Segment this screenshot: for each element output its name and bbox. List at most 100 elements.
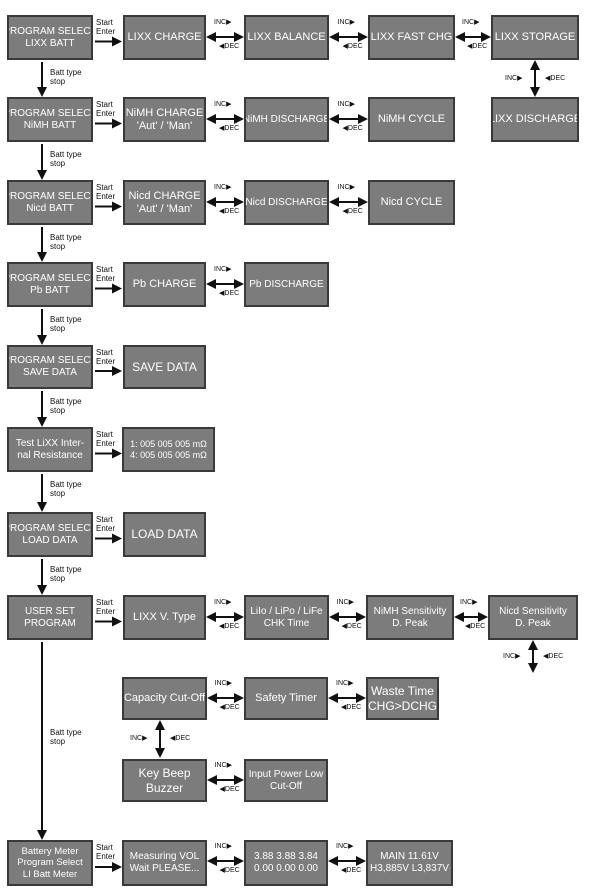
user-capacity-inc-label: INC▶ — [130, 735, 148, 742]
triangle-left-icon: ◀ — [342, 125, 348, 132]
program-select-user-line-2: PROGRAM — [24, 617, 76, 629]
pb-charge-line-1: Pb CHARGE — [132, 278, 197, 291]
user-mode-1: LIXX V. Type — [123, 595, 206, 640]
triangle-right-icon: ▶ — [226, 762, 232, 769]
meter-mode-1-line-1: Measuring VOL — [129, 851, 200, 863]
triangle-left-icon: ◀ — [465, 623, 471, 630]
triangle-left-icon: ◀ — [219, 867, 225, 874]
user-row3-2-line-2: Cut-Off — [269, 780, 303, 792]
nicd-mode-3: Nicd CYCLE — [368, 180, 455, 225]
user-row2-2-inc-label: INC▶ — [336, 680, 354, 687]
nimh-mode-1-line-1: NiMH CHARGE — [125, 106, 204, 119]
triangle-left-icon: ◀ — [342, 43, 348, 50]
user-nicd-inc-label: INC▶ — [503, 652, 521, 660]
user-1-inc-label: INC▶ — [214, 599, 232, 606]
triangle-right-icon: ▶ — [349, 101, 355, 108]
pb-discharge: Pb DISCHARGE — [244, 262, 329, 307]
lixx-2-dec-label: ◀DEC — [342, 43, 363, 50]
lixx-mode-4-line-1: LIXX STORAGE — [494, 31, 576, 44]
user-row3-1-line-1: Key Beep — [138, 766, 191, 781]
nimh-mode-2: NiMH DISCHARGE — [244, 97, 329, 142]
triangle-right-icon: ▶ — [226, 843, 232, 850]
program-select-save-line-1: PROGRAM SELECT — [7, 355, 93, 367]
lixx-mode-1-line-1: LIXX CHARGE — [127, 31, 202, 44]
program-select-nicd-line-1: PROGRAM SELECT — [7, 190, 93, 202]
nimh-mode-2-line-1: NiMH DISCHARGE — [244, 113, 329, 125]
triangle-left-icon: ◀ — [219, 786, 225, 793]
pb-1-dec-label: ◀DEC — [219, 290, 240, 297]
triangle-left-icon: ◀ — [341, 623, 347, 630]
nimh-1-dec-label: ◀DEC — [219, 125, 240, 132]
lixx-mode-3: LIXX FAST CHG — [368, 15, 455, 60]
program-select-nimh-line-1: PROGRAM SELECT — [7, 107, 93, 119]
triangle-left-icon: ◀ — [219, 623, 225, 630]
lixx-mode-2: LIXX BALANCE — [244, 15, 329, 60]
lixx-3-inc-label: INC▶ — [462, 19, 480, 26]
triangle-right-icon: ▶ — [348, 843, 354, 850]
meter-mode-3-line-1: MAIN 11.61V — [380, 851, 439, 863]
triangle-right-icon: ▶ — [517, 74, 523, 82]
triangle-left-icon: ◀ — [341, 867, 347, 874]
user-nicd-dec-label: ◀DEC — [543, 652, 564, 660]
program-select-nicd-line-2: Nicd BATT — [26, 202, 74, 214]
user-row3-1-inc-label: INC▶ — [214, 762, 232, 769]
program-select-save-line-2: SAVE DATA — [23, 367, 77, 378]
lixx-mode-4: LIXX STORAGE — [491, 15, 579, 60]
user-row2-1-inc-label: INC▶ — [214, 680, 232, 687]
triangle-right-icon: ▶ — [349, 19, 355, 26]
lixx-2-inc-label: INC▶ — [337, 19, 355, 26]
user-mode-1-line-1: LIXX V. Type — [133, 611, 196, 624]
program-select-meter-line-2: Program Select — [17, 857, 83, 869]
user-mode-2-line-2: CHK Time — [263, 617, 310, 629]
user-1-dec-label: ◀DEC — [219, 623, 240, 630]
meter-mode-1-line-2: Wait PLEASE... — [129, 863, 200, 874]
nimh-2-dec-label: ◀DEC — [342, 125, 363, 132]
nicd-mode-1-line-1: Nicd CHARGE — [128, 189, 201, 202]
program-select-meter-line-3: LI Batt Meter — [22, 868, 78, 880]
triangle-left-icon: ◀ — [219, 290, 225, 297]
triangle-left-icon: ◀ — [219, 208, 225, 215]
user-capacity-dec-label: ◀DEC — [170, 735, 191, 742]
user-row2-1: Capacity Cut-Off — [122, 677, 207, 720]
nicd-mode-1: Nicd CHARGE'Aut' / 'Man' — [123, 180, 206, 225]
user-row2-2-line-1: Safety Timer — [255, 692, 317, 705]
user-mode-4-line-1: Nicd Sensitivity — [499, 605, 567, 617]
resistance-readout-line-1: 1: 005 005 005 mΩ — [130, 438, 207, 449]
triangle-right-icon: ▶ — [348, 680, 354, 687]
meter-mode-2-line-2: 0.00 0.00 0.00 — [254, 863, 318, 874]
triangle-right-icon: ▶ — [472, 599, 478, 606]
program-select-pb-line-2: Pb BATT — [30, 284, 70, 296]
save-data-box-line-1: SAVE DATA — [132, 359, 197, 374]
user-row2-3-line-2: CHG>DCHG — [368, 698, 438, 713]
nicd-2-inc-label: INC▶ — [337, 184, 355, 191]
triangle-right-icon: ▶ — [226, 19, 232, 26]
user-mode-3-line-1: NiMH Sensitivity — [373, 605, 447, 617]
lixx-mode-3-line-1: LIXX FAST CHG — [370, 31, 453, 44]
meter-2-dec-label: ◀DEC — [341, 867, 362, 874]
program-select-resistance: Test LiXX Inter-nal Resistance — [7, 427, 93, 472]
lixx-mode-2-line-1: LIXX BALANCE — [247, 31, 326, 44]
program-select-resistance-line-1: Test LiXX Inter- — [15, 437, 85, 449]
triangle-left-icon: ◀ — [219, 43, 225, 50]
